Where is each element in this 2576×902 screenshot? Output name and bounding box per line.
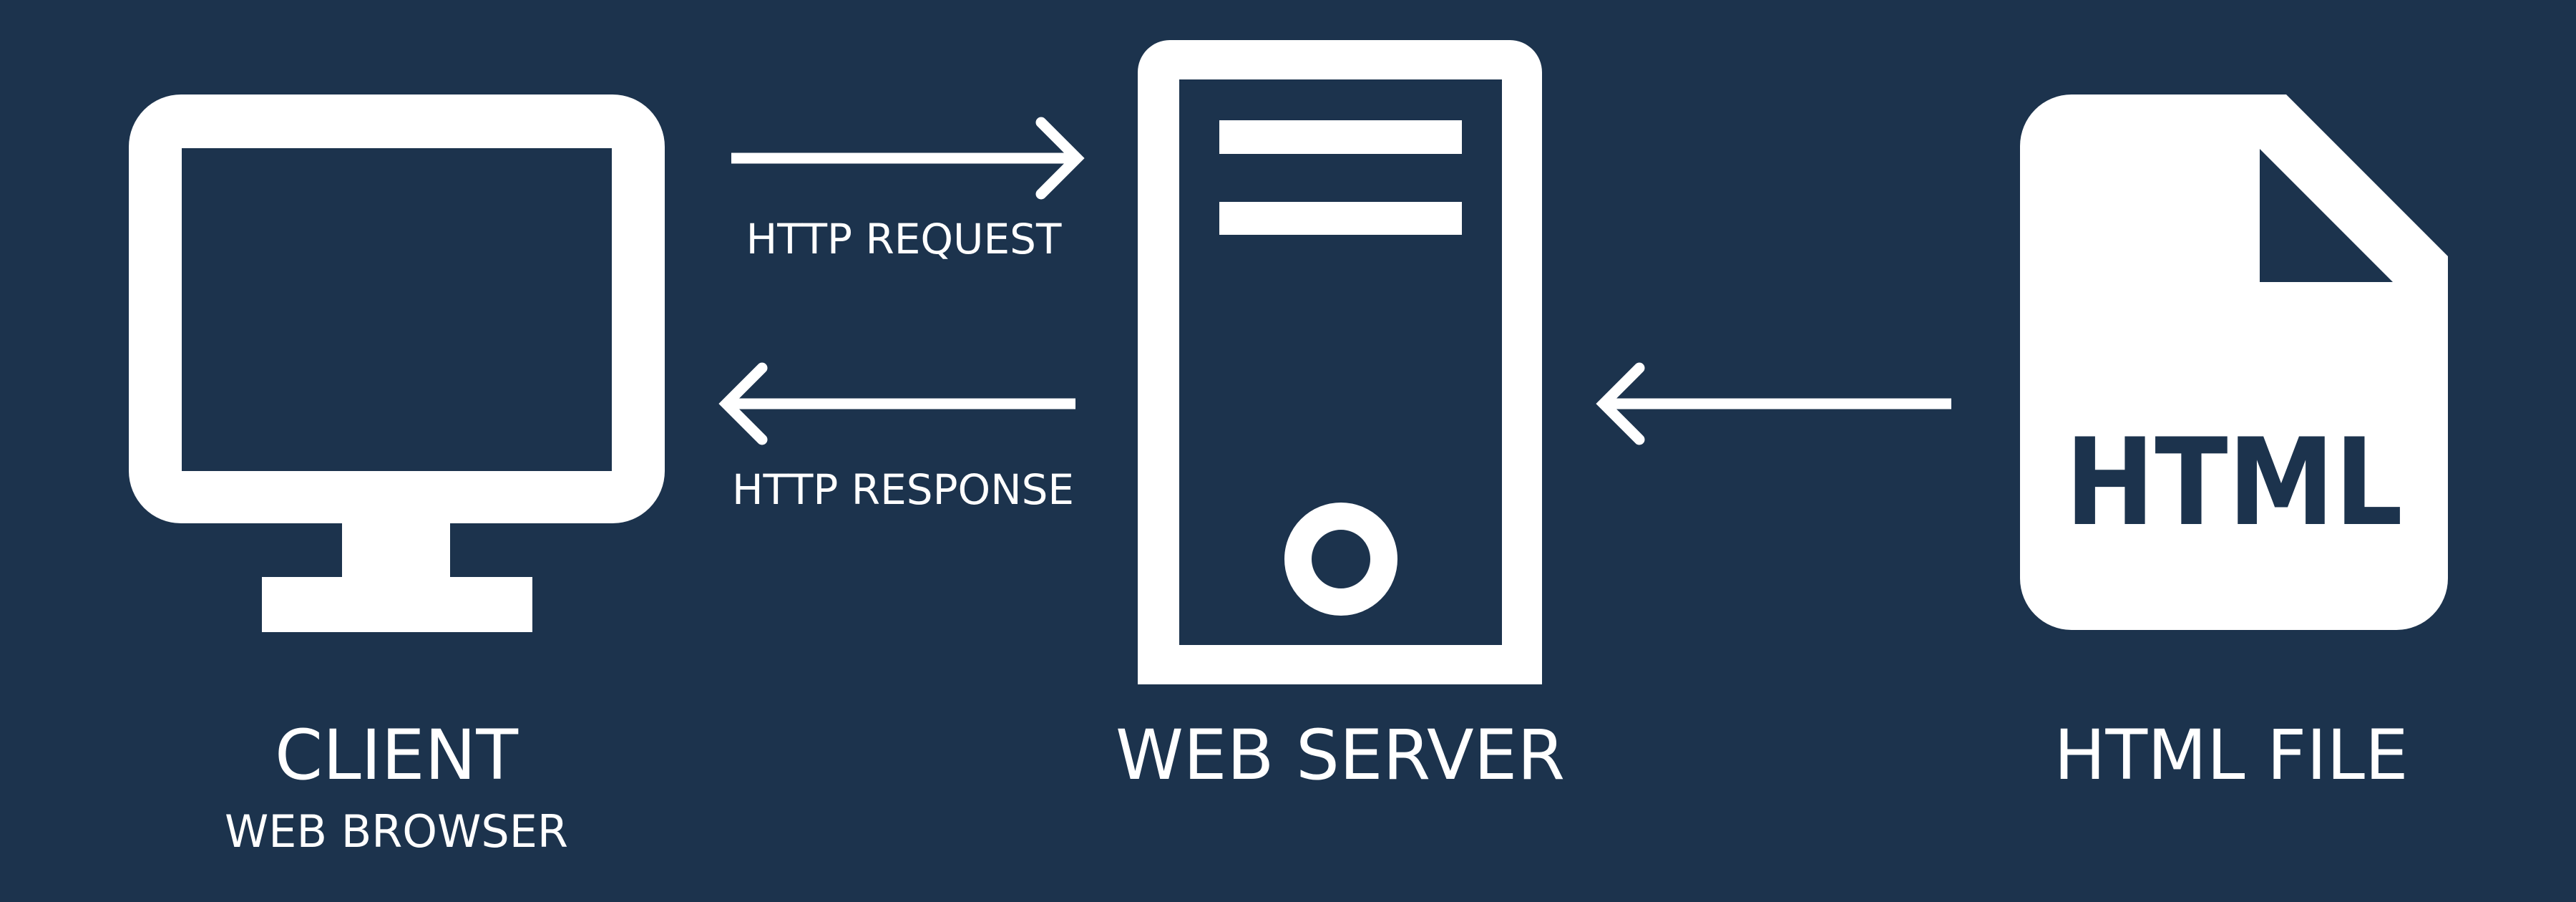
drive-bay-1 [1219,120,1462,154]
html-file-icon: HTML [2020,94,2448,630]
drive-bay-2 [1219,202,1462,235]
monitor-icon [129,94,665,632]
request-arrow-head [1035,117,1085,200]
monitor-frame [129,94,665,523]
power-button [1284,503,1397,616]
response-arrow [718,362,1075,445]
response-arrow-head [718,362,768,445]
file-to-server-arrow [1596,362,1951,445]
file-icon-text: HTML [2065,412,2403,553]
client-label: CLIENT [275,715,518,795]
server-case [1138,40,1542,684]
monitor-stand [262,577,532,632]
file-label: HTML FILE [2054,715,2408,795]
file-corner-fold [2260,149,2393,282]
server-tower-icon [1138,40,1542,684]
file-body [2020,94,2448,630]
file-arrow-head [1596,362,1645,445]
monitor-neck [342,522,450,578]
client-sublabel: WEB BROWSER [225,805,568,858]
request-arrow [731,117,1085,200]
request-arrow-label: HTTP REQUEST [746,215,1062,263]
server-label: WEB SERVER [1116,715,1565,795]
response-arrow-label: HTTP RESPONSE [732,465,1074,514]
